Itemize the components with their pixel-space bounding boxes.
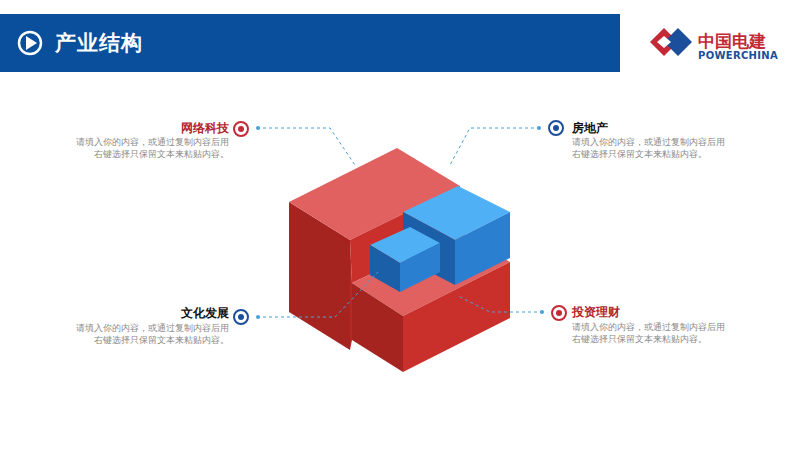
item-body: 请填入你的内容，或通过复制内容后用右键选择只保留文本来粘贴内容。 (572, 321, 726, 345)
item-body: 请填入你的内容，或通过复制内容后用右键选择只保留文本来粘贴内容。 (75, 322, 229, 346)
logo-text: 中国电建 (698, 30, 766, 53)
play-icon (19, 32, 41, 54)
logo-mark (650, 28, 692, 56)
item-body: 请填入你的内容，或通过复制内容后用右键选择只保留文本来粘贴内容。 (572, 136, 726, 160)
cube-illustration (289, 148, 510, 372)
item-body: 请填入你的内容，或通过复制内容后用右键选择只保留文本来粘贴内容。 (75, 136, 229, 160)
play-icon (26, 36, 37, 50)
leader-line (257, 128, 543, 317)
item-heading: 投资理财 (572, 304, 620, 321)
header-bar (0, 14, 620, 72)
logo-text: POWERCHINA (698, 50, 778, 61)
item-heading: 文化发展 (181, 305, 229, 322)
item-heading: 网络科技 (181, 120, 229, 137)
bullet-icon (234, 121, 566, 324)
slide-title: 产业结构 (55, 29, 143, 57)
item-heading: 房地产 (572, 120, 608, 137)
